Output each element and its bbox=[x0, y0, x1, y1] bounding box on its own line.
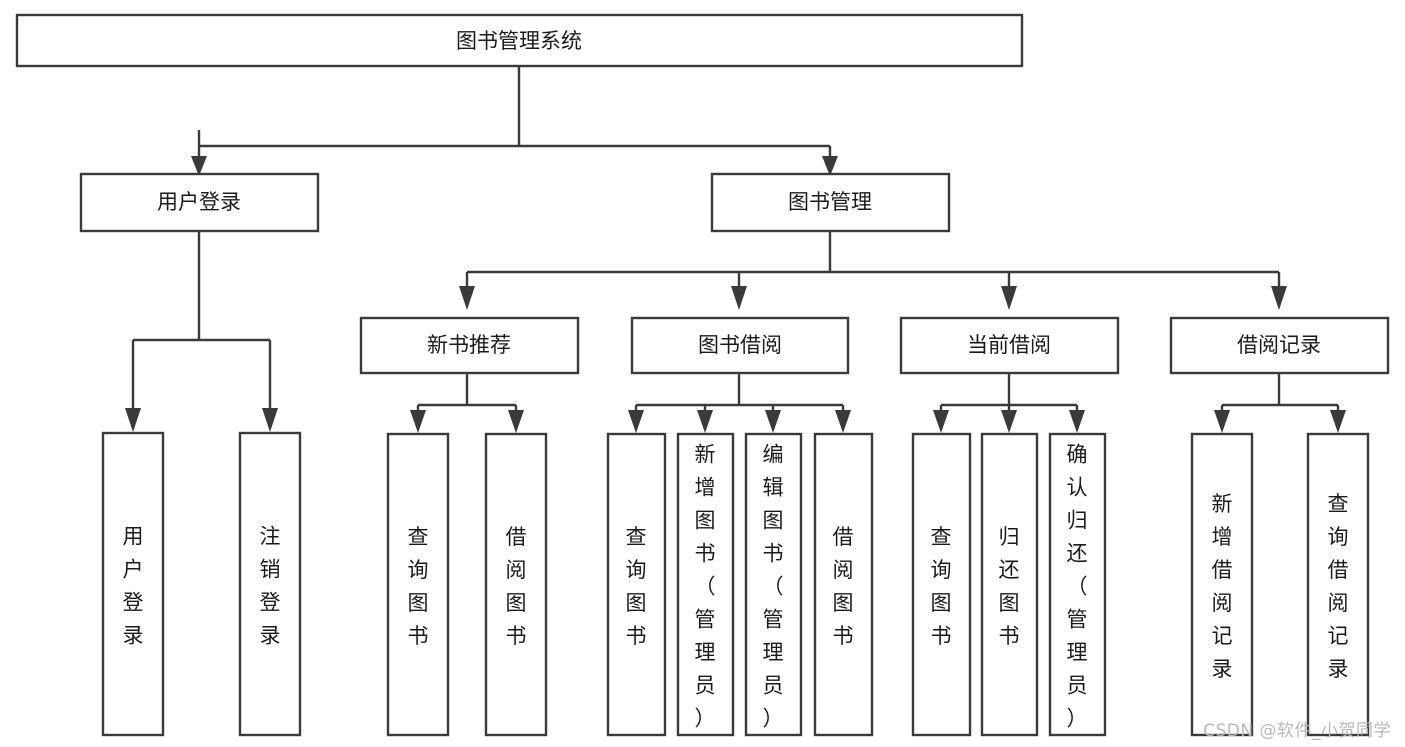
node-leaf-query-book-2[interactable]: 查询图书 bbox=[606, 432, 667, 737]
node-leaf-add-book[interactable]: 新增图书（管理员） bbox=[676, 432, 735, 737]
node-leaf-logout[interactable]: 注销登录 bbox=[238, 431, 302, 737]
node-label-book-borrow: 图书借阅 bbox=[698, 333, 782, 357]
arrow-head-icon bbox=[628, 410, 644, 433]
node-leaf-query-book-1[interactable]: 查询图书 bbox=[386, 432, 450, 737]
node-label-leaf-borrow-book-1: 借阅图书 bbox=[506, 525, 527, 648]
node-label-new-book-rec: 新书推荐 bbox=[427, 333, 511, 357]
node-current-borrow[interactable]: 当前借阅 bbox=[899, 316, 1120, 375]
connector-new-book-rec-children bbox=[410, 373, 524, 433]
node-leaf-add-record[interactable]: 新增借阅记录 bbox=[1190, 432, 1254, 737]
node-label-leaf-query-book-3: 查询图书 bbox=[931, 525, 952, 648]
node-box-shape bbox=[1048, 432, 1107, 737]
node-box-shape bbox=[676, 432, 735, 737]
arrow-head-icon bbox=[765, 410, 781, 433]
arrow-head-icon bbox=[410, 410, 426, 433]
node-label-leaf-query-book-1: 查询图书 bbox=[408, 525, 429, 648]
connector-borrow-record-children bbox=[1214, 373, 1346, 433]
node-box-shape bbox=[710, 172, 951, 233]
node-label-borrow-record: 借阅记录 bbox=[1237, 333, 1321, 357]
node-box-shape bbox=[79, 172, 320, 233]
arrow-head-icon bbox=[731, 286, 747, 310]
node-leaf-borrow-book-1[interactable]: 借阅图书 bbox=[484, 432, 548, 737]
connector-user-login-children bbox=[125, 231, 278, 432]
node-label-leaf-add-book: 新增图书（管理员） bbox=[695, 443, 716, 731]
node-box-shape bbox=[359, 316, 580, 375]
connector-current-borrow-children bbox=[933, 373, 1085, 433]
node-box-shape bbox=[911, 432, 972, 737]
node-box-shape bbox=[386, 432, 450, 737]
node-leaf-confirm-return[interactable]: 确认归还（管理员） bbox=[1048, 432, 1107, 737]
arrow-head-icon bbox=[835, 410, 851, 433]
node-box-shape bbox=[744, 432, 803, 737]
node-label-root: 图书管理系统 bbox=[456, 29, 582, 53]
node-root[interactable]: 图书管理系统 bbox=[15, 13, 1024, 68]
node-box-shape bbox=[1190, 432, 1254, 737]
node-box-shape bbox=[630, 316, 850, 375]
arrow-head-icon bbox=[1330, 410, 1346, 433]
arrow-head-icon bbox=[1001, 286, 1017, 310]
arrow-head-icon bbox=[191, 156, 207, 176]
node-label-leaf-return-book: 归还图书 bbox=[999, 525, 1020, 648]
arrow-head-icon bbox=[933, 410, 949, 433]
node-book-borrow[interactable]: 图书借阅 bbox=[630, 316, 850, 375]
node-label-book-manage: 图书管理 bbox=[788, 190, 872, 214]
arrow-head-icon bbox=[1069, 410, 1085, 433]
node-book-manage[interactable]: 图书管理 bbox=[710, 172, 951, 233]
arrow-head-icon bbox=[262, 408, 278, 432]
arrow-head-icon bbox=[822, 156, 838, 176]
node-label-user-login: 用户登录 bbox=[157, 190, 241, 214]
node-borrow-record[interactable]: 借阅记录 bbox=[1169, 316, 1390, 375]
arrow-head-icon bbox=[1271, 286, 1287, 310]
node-box-shape bbox=[899, 316, 1120, 375]
connector-root-to-level2 bbox=[191, 66, 838, 176]
node-leaf-query-record[interactable]: 查询借阅记录 bbox=[1306, 432, 1370, 737]
node-label-leaf-confirm-return: 确认归还（管理员） bbox=[1067, 443, 1088, 731]
node-label-leaf-query-book-2: 查询图书 bbox=[626, 525, 647, 648]
node-box-shape bbox=[1169, 316, 1390, 375]
arrow-head-icon bbox=[1214, 410, 1230, 433]
node-box-shape bbox=[606, 432, 667, 737]
node-box-shape bbox=[101, 431, 165, 737]
arrow-head-icon bbox=[125, 408, 141, 432]
connector-book-manage-children bbox=[459, 231, 1287, 310]
node-label-leaf-edit-book: 编辑图书（管理员） bbox=[763, 443, 784, 731]
node-label-leaf-query-record: 查询借阅记录 bbox=[1328, 492, 1349, 681]
arrow-head-icon bbox=[697, 410, 713, 433]
node-box-shape bbox=[238, 431, 302, 737]
arrow-head-icon bbox=[459, 286, 475, 310]
node-label-leaf-user-login: 用户登录 bbox=[123, 525, 144, 648]
node-box-shape bbox=[15, 13, 1024, 68]
node-label-leaf-logout: 注销登录 bbox=[260, 525, 281, 648]
node-leaf-user-login[interactable]: 用户登录 bbox=[101, 431, 165, 737]
arrow-head-icon bbox=[508, 410, 524, 433]
node-label-leaf-add-record: 新增借阅记录 bbox=[1212, 492, 1233, 681]
node-box-shape bbox=[484, 432, 548, 737]
node-new-book-rec[interactable]: 新书推荐 bbox=[359, 316, 580, 375]
connector-book-borrow-children bbox=[628, 373, 851, 433]
arrow-head-icon bbox=[1001, 410, 1017, 433]
node-label-current-borrow: 当前借阅 bbox=[967, 333, 1051, 357]
node-user-login[interactable]: 用户登录 bbox=[79, 172, 320, 233]
node-label-leaf-borrow-book-2: 借阅图书 bbox=[833, 525, 854, 648]
node-leaf-borrow-book-2[interactable]: 借阅图书 bbox=[813, 432, 874, 737]
node-leaf-return-book[interactable]: 归还图书 bbox=[980, 432, 1039, 737]
node-leaf-query-book-3[interactable]: 查询图书 bbox=[911, 432, 972, 737]
node-box-shape bbox=[1306, 432, 1370, 737]
node-box-shape bbox=[980, 432, 1039, 737]
node-box-shape bbox=[813, 432, 874, 737]
node-leaf-edit-book[interactable]: 编辑图书（管理员） bbox=[744, 432, 803, 737]
